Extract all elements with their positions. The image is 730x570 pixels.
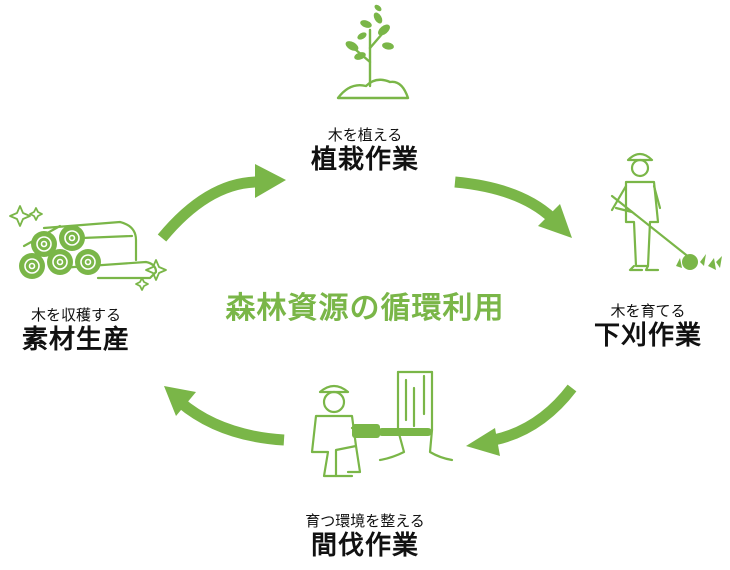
arrow-top-right xyxy=(454,176,556,223)
arrowhead-top-right xyxy=(538,204,572,238)
sparkle-icon xyxy=(29,207,43,221)
stage-harvest-sub: 木を収穫する xyxy=(30,306,121,324)
stage-thinning-main: 間伐作業 xyxy=(310,531,419,561)
arrowhead-bottom-left xyxy=(164,386,196,416)
sparkle-icon xyxy=(9,205,31,227)
arrowhead-top-left xyxy=(255,164,286,198)
arrow-top-left xyxy=(157,176,263,242)
sparkle-icon xyxy=(135,277,149,291)
stage-weeding-label: 木を育てる 下刈作業 xyxy=(568,302,728,352)
stage-planting-main: 植栽作業 xyxy=(310,145,419,175)
arrowhead-bottom-right xyxy=(466,428,500,456)
stage-harvest-main: 素材生産 xyxy=(21,325,130,355)
stage-weeding-sub: 木を育てる xyxy=(610,302,686,320)
stage-planting-label: 木を植える 植栽作業 xyxy=(285,126,445,176)
stage-thinning-label: 育つ環境を整える 間伐作業 xyxy=(270,512,460,562)
stage-harvest-label: 木を収穫する 素材生産 xyxy=(0,306,152,356)
center-title: 森林資源の循環利用 xyxy=(225,291,505,326)
sparkle-icon xyxy=(145,259,167,281)
arrow-bottom-left xyxy=(176,397,285,446)
stage-weeding-main: 下刈作業 xyxy=(593,321,702,351)
stage-planting-sub: 木を植える xyxy=(327,126,403,144)
stage-thinning-sub: 育つ環境を整える xyxy=(305,512,425,530)
arrow-bottom-right xyxy=(492,384,577,446)
